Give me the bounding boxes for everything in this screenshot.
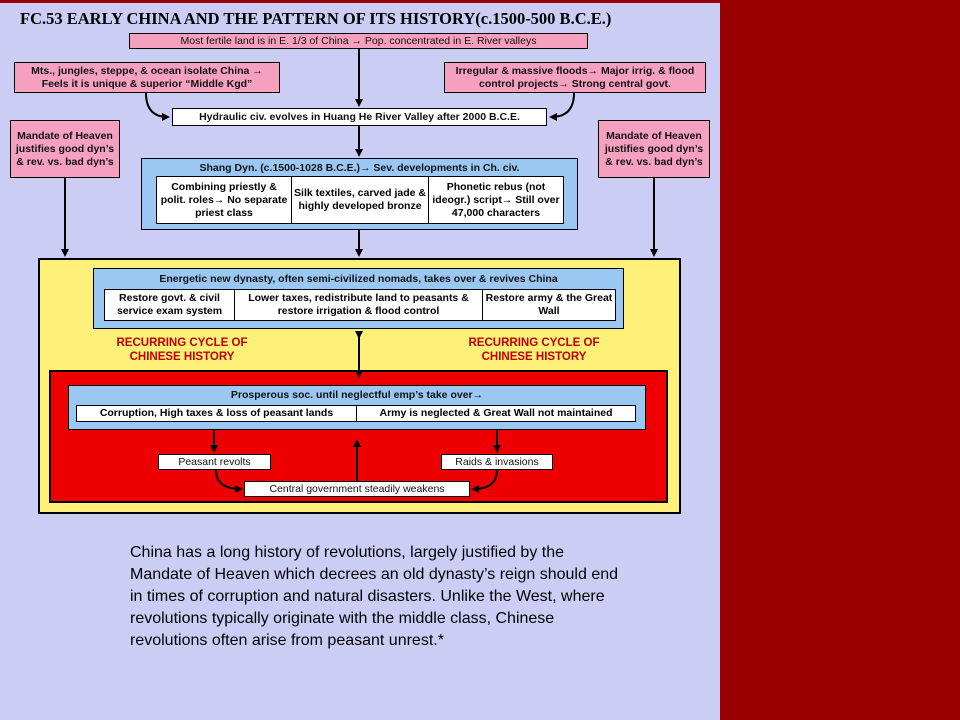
energetic-cell-taxes: Lower taxes, redistribute land to peasan…	[234, 289, 483, 321]
prosperous-header: Prosperous soc. until neglectful emp’s t…	[230, 389, 484, 401]
shang-header: Shang Dyn. (c.1500-1028 B.C.E.)→ Sev. de…	[199, 162, 520, 174]
summary-paragraph: China has a long history of revolutions,…	[130, 544, 619, 649]
floods-box: Irregular & massive floods→ Major irrig.…	[444, 62, 706, 93]
page-title: FC.53 EARLY CHINA AND THE PATTERN OF ITS…	[20, 9, 612, 28]
energetic-cell-army: Restore army & the Great Wall	[482, 289, 616, 321]
energetic-cell-govt: Restore govt. & civil service exam syste…	[104, 289, 235, 321]
cycle-label-left: RECURRING CYCLE OF CHINESE HISTORY	[116, 337, 248, 363]
central-weakens-box: Central government steadily weakens	[244, 481, 470, 497]
slide: FC.53 EARLY CHINA AND THE PATTERN OF ITS…	[0, 0, 720, 720]
hydraulic-box: Hydraulic civ. evolves in Huang He River…	[172, 108, 547, 126]
shang-cell-priestly: Combining priestly & polit. roles→ No se…	[156, 176, 292, 224]
energetic-header: Energetic new dynasty, often semi-civili…	[159, 273, 558, 285]
prosperous-cell-army: Army is neglected & Great Wall not maint…	[356, 405, 636, 422]
mandate-right-box: Mandate of Heaven justifies good dyn’s &…	[598, 120, 710, 178]
peasant-revolts-box: Peasant revolts	[158, 454, 271, 470]
shang-cell-silk: Silk textiles, carved jade & highly deve…	[291, 176, 429, 224]
mandate-left-box: Mandate of Heaven justifies good dyn’s &…	[10, 120, 120, 178]
prosperous-cell-corruption: Corruption, High taxes & loss of peasant…	[76, 405, 357, 422]
fertile-land-box: Most fertile land is in E. 1/3 of China …	[129, 33, 588, 49]
raids-box: Raids & invasions	[441, 454, 553, 470]
isolation-box: Mts., jungles, steppe, & ocean isolate C…	[14, 62, 280, 93]
cycle-label-right: RECURRING CYCLE OF CHINESE HISTORY	[468, 337, 600, 363]
top-border	[0, 0, 720, 3]
shang-cell-script: Phonetic rebus (not ideogr.) script→ Sti…	[428, 176, 564, 224]
